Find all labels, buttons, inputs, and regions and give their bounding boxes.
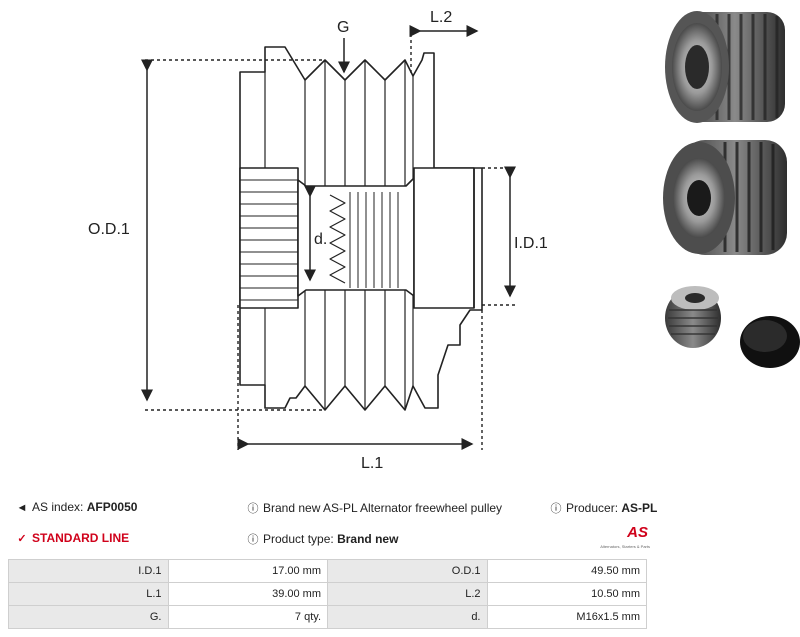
thread-profile [329,194,346,284]
od1-label: O.D.1 [88,221,130,238]
spline-teeth [240,179,298,301]
spec-key: I.D.1 [8,559,169,583]
extension-lines [145,28,515,450]
id1-label: I.D.1 [514,235,548,252]
description-text: Brand new AS-PL Alternator freewheel pul… [263,501,503,515]
standard-line-label: STANDARD LINE [32,531,130,545]
spec-value: 39.00 mm [167,582,328,606]
spec-key: G. [8,605,169,629]
tag-icon: ◄ [16,502,28,514]
pulley-outline [239,46,483,411]
producer-value: AS-PL [621,501,658,515]
pulley-front-photo [665,11,785,123]
product-photos [663,11,800,368]
spec-table: I.D.1 17.00 mm O.D.1 49.50 mm L.1 39.00 … [8,559,647,629]
d-label: d. [314,231,327,248]
spline-hub [239,167,299,309]
bearing-section [413,167,475,309]
spec-value: 49.50 mm [486,559,647,583]
l2-label: L.2 [430,9,452,26]
technical-drawing: G L.2 O.D.1 I.D.1 d. L.1 [88,9,548,472]
spec-key: O.D.1 [327,559,488,583]
spec-value: 17.00 mm [167,559,328,583]
as-index-info: ◄ AS index: AFP0050 [16,500,138,514]
l1-label: L.1 [361,455,383,472]
spec-key: d. [327,605,488,629]
table-row: L.1 39.00 mm L.2 10.50 mm [8,582,647,606]
product-type-label: Product type: [263,532,334,546]
info-icon: ⓘ [247,534,259,546]
spec-key: L.2 [327,582,488,606]
producer-label: Producer: [566,501,619,515]
pulley-angled-photo [663,140,787,255]
product-type-info: ⓘ Product type: Brand new [247,531,399,547]
check-icon: ✓ [17,533,27,545]
info-icon: ⓘ [247,503,259,515]
table-row: I.D.1 17.00 mm O.D.1 49.50 mm [8,559,647,583]
spec-key: L.1 [8,582,169,606]
standard-line-info: ✓ STANDARD LINE [16,531,129,545]
brand-tagline: Alternators, Starters & Parts [600,544,650,549]
info-icon: ⓘ [550,503,562,515]
spec-value: M16x1.5 mm [486,605,647,629]
pulley-with-cap-photo [665,286,800,368]
product-type-value: Brand new [337,532,399,546]
as-brand-logo: AS Alternators, Starters & Parts [584,524,654,552]
spec-value: 10.50 mm [486,582,647,606]
g-label: G [337,19,349,36]
as-index-value: AFP0050 [86,500,138,514]
table-row: G. 7 qty. d. M16x1.5 mm [8,605,647,629]
spec-value: 7 qty. [167,605,328,629]
as-index-label: AS index: [32,500,84,514]
producer-info: ⓘ Producer: AS-PL [550,500,658,516]
description-info: ⓘ Brand new AS-PL Alternator freewheel pu… [247,500,503,516]
brand-logo-text: AS [627,524,648,541]
